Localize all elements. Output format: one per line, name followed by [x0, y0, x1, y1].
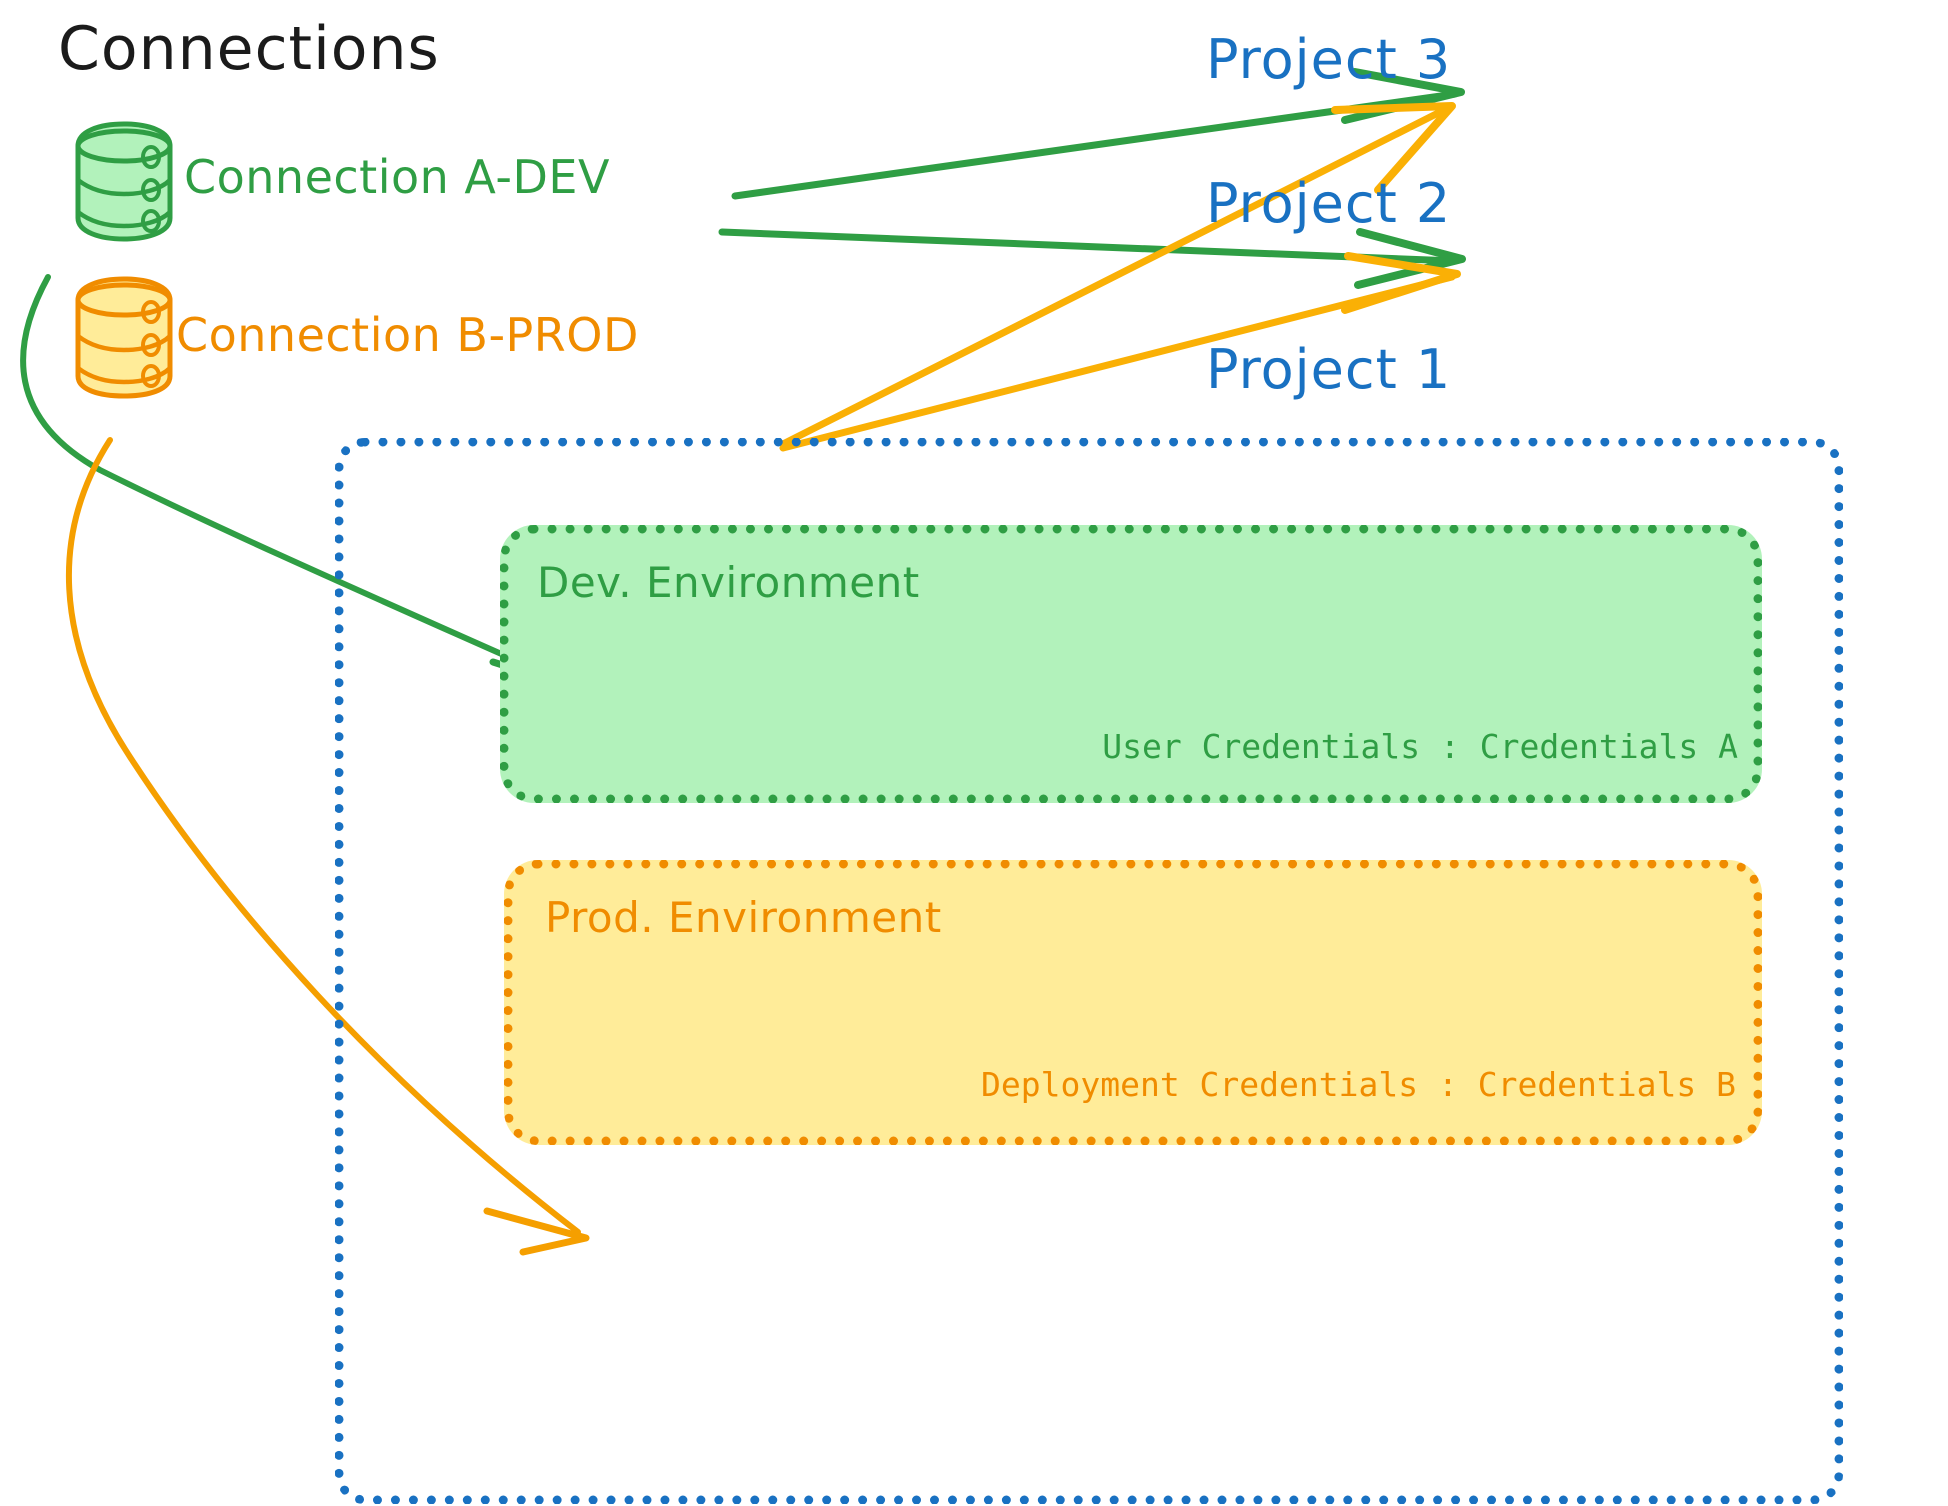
dev-environment-box[interactable] — [500, 525, 1762, 803]
dev-environment-credentials: User Credentials : Credentials A — [1102, 727, 1738, 766]
arrow-b-prod-to-prod-environment — [65, 437, 590, 1256]
connection-label-b-prod[interactable]: Connection B-PROD — [176, 308, 639, 362]
arrow-b-prod-to-project-2 — [779, 252, 1461, 452]
prod-environment-box[interactable] — [504, 860, 1762, 1145]
database-cylinder-icon-a-dev[interactable] — [75, 121, 173, 242]
connection-label-a-dev[interactable]: Connection A-DEV — [184, 150, 610, 204]
prod-environment-title: Prod. Environment — [545, 893, 942, 942]
project-label-project-3[interactable]: Project 3 — [1206, 28, 1452, 91]
project-label-project-2[interactable]: Project 2 — [1206, 172, 1452, 235]
arrow-b-prod-to-project-3 — [779, 102, 1456, 448]
database-cylinder-icon-b-prod[interactable] — [75, 276, 173, 399]
dev-environment-title: Dev. Environment — [537, 558, 920, 607]
project-1-container — [335, 438, 1843, 1504]
project-label-project-1[interactable]: Project 1 — [1206, 338, 1452, 401]
arrow-a-dev-to-project-2 — [718, 228, 1466, 289]
page-title: Connections — [58, 14, 440, 84]
prod-environment-credentials: Deployment Credentials : Credentials B — [981, 1065, 1736, 1104]
